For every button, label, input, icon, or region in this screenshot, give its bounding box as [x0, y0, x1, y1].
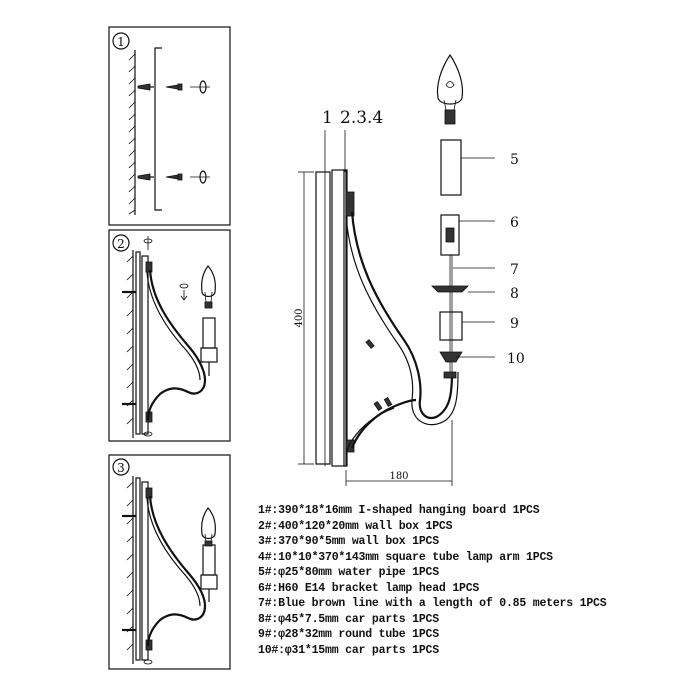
round-tube [200, 347, 218, 363]
rotation-icon [143, 431, 153, 437]
step-1-panel: 1 [108, 26, 231, 226]
parts-list-item: 5#:φ25*80mm water pipe 1PCS [258, 566, 439, 579]
parts-list-item: 8#:φ45*7.5mm car parts 1PCS [258, 612, 439, 626]
screw-top [165, 83, 183, 91]
label-parts-2-3-4: 2.3.4 [340, 108, 383, 128]
parts-list-item: 2#:400*120*20mm wall box 1PCS [258, 519, 453, 533]
wall-anchor-top [137, 83, 154, 91]
wall-anchor-bottom [137, 173, 154, 181]
part-9-round-tube [439, 311, 463, 341]
parts-list-item: 4#:10*10*370*143mm square tube lamp arm … [258, 550, 553, 564]
water-pipe [202, 544, 216, 576]
lamp-arm [146, 495, 207, 647]
step-2-number: 2 [117, 237, 125, 251]
step-3-number: 3 [117, 461, 125, 475]
screw-bottom [165, 173, 183, 181]
mount-bracket [145, 487, 153, 499]
width-dimension: 180 [345, 420, 453, 486]
step-2-badge [112, 234, 130, 252]
bulb-icon [201, 265, 216, 298]
step-1-badge [112, 32, 130, 50]
mount-bracket [345, 191, 355, 217]
step-3-badge [112, 458, 130, 476]
step-2-panel: 2 [108, 229, 231, 442]
step-3-panel: 3 [108, 454, 231, 670]
lamp-arm [350, 211, 454, 420]
callout-5: 5 [510, 152, 519, 168]
lamp-arm-brace [350, 398, 417, 449]
parts-list: 1#:390*18*16mm I-shaped hanging board 1P… [258, 503, 607, 658]
hanging-board [135, 477, 141, 661]
hanging-board [315, 171, 331, 465]
wall-box [331, 169, 347, 467]
wall-box [141, 481, 149, 661]
parts-list-item: 6#:H60 E14 bracket lamp head 1PCS [258, 581, 480, 595]
parts-list-item: 1#:390*18*16mm I-shaped hanging board 1P… [258, 504, 540, 517]
wall-hatch [126, 255, 134, 425]
hanging-board [135, 251, 141, 435]
mount-bracket [145, 261, 153, 273]
main-view: 1 2.3.4 400 180 [294, 53, 525, 486]
callout-10: 10 [507, 351, 525, 367]
part-10-car-part [439, 351, 463, 363]
rotation-icon [179, 283, 189, 289]
height-dimension-text: 400 [294, 308, 305, 327]
step-1-number: 1 [117, 35, 125, 49]
parts-list-item: 3#:370*90*5mm wall box 1PCS [258, 535, 439, 548]
wall-hatch [128, 53, 136, 215]
rotation-icon [143, 659, 153, 665]
callout-6: 6 [510, 215, 519, 231]
wall-box [141, 255, 149, 435]
callout-7: 7 [510, 262, 519, 278]
bulb-icon [201, 507, 216, 540]
callout-leaders [453, 157, 495, 358]
part-8-car-part [431, 285, 469, 293]
callout-9: 9 [510, 316, 519, 332]
part-6-lamp-head [440, 214, 460, 256]
parts-list-item: 9#:φ28*32mm round tube 1PCS [258, 628, 439, 641]
bulb-icon [436, 53, 464, 125]
hanging-board-outline [154, 47, 162, 211]
height-dimension: 400 [294, 171, 314, 465]
parts-list-item: 7#:Blue brown line with a length of 0.85… [258, 597, 607, 610]
callout-8: 8 [510, 286, 519, 302]
water-pipe [202, 317, 216, 349]
wall-hatch [126, 481, 134, 651]
lamp-arm [146, 269, 207, 421]
label-part-1: 1 [322, 108, 333, 128]
round-tube [200, 574, 218, 590]
parts-list-item: 10#:φ31*15mm car parts 1PCS [258, 643, 439, 657]
width-dimension-text: 180 [389, 471, 408, 482]
part-5-water-pipe [440, 139, 462, 196]
